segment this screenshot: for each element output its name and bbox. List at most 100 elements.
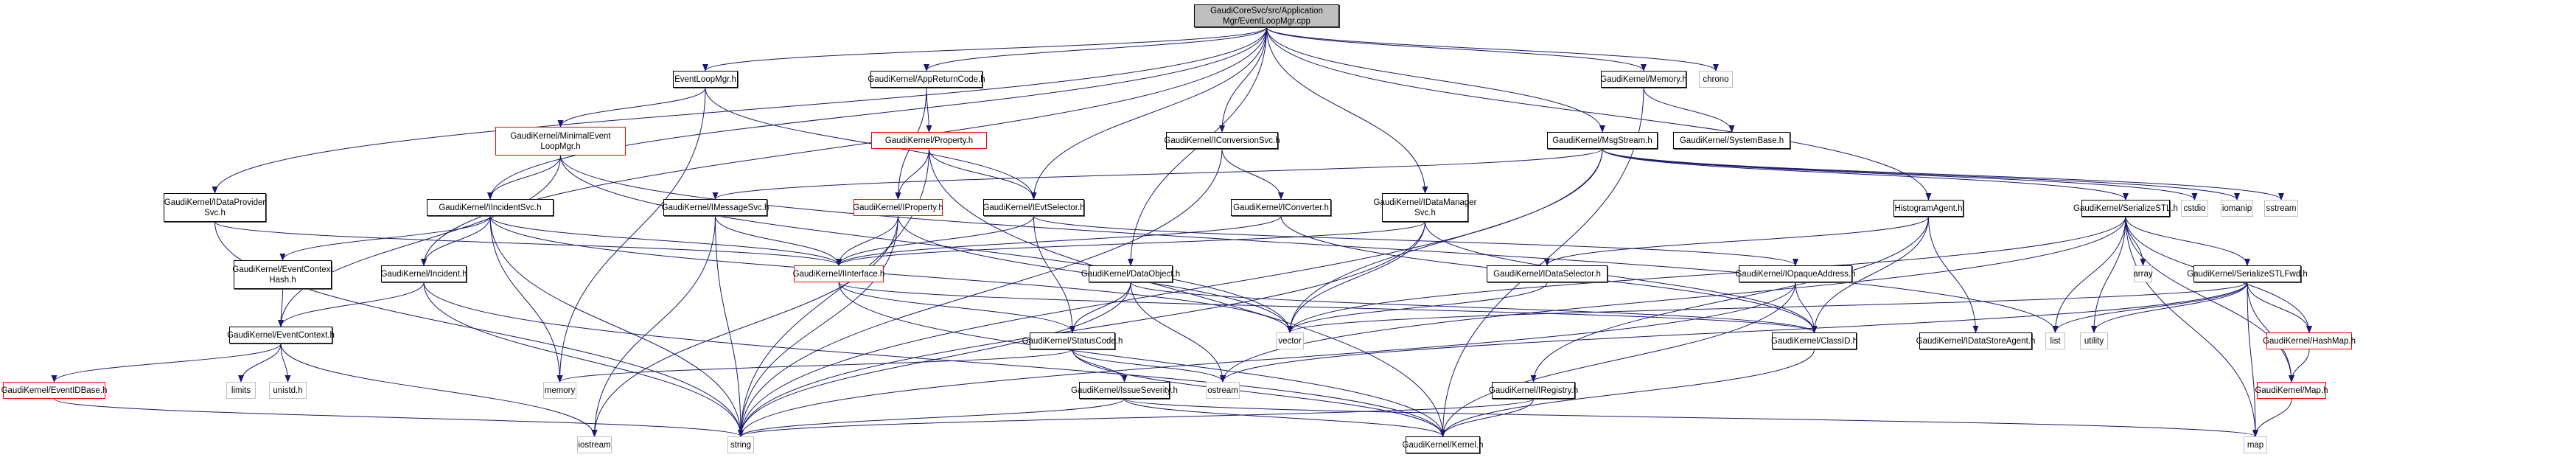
node-idataselector[interactable]: GaudiKernel/IDataSelector.h — [1487, 265, 1608, 282]
edge-root-to-idatamanagersvc — [1266, 27, 1428, 194]
node-label: iomanip — [2221, 203, 2252, 213]
edge-idataselector-to-vector — [1287, 282, 1548, 333]
node-iconversionsvc[interactable]: GaudiKernel/IConversionSvc.h — [1164, 132, 1280, 149]
node-label: GaudiKernel/EventIDBase.h — [1, 386, 108, 395]
edge-serializestlfwd-to-vector — [1287, 282, 2248, 333]
node-histogramagent[interactable]: HistogramAgent.h — [1893, 200, 1964, 217]
node-incident-h[interactable]: GaudiKernel/Incident.h — [381, 265, 467, 282]
edge-msgstream-to-vector — [1287, 148, 1603, 333]
node-label: cstdio — [2183, 203, 2206, 213]
node-ievtselector[interactable]: GaudiKernel/IEvtSelector.h — [982, 199, 1085, 216]
node-iostream: iostream — [577, 436, 612, 453]
node-kernel-h[interactable]: GaudiKernel/Kernel.h — [1403, 436, 1483, 453]
node-dataobject[interactable]: GaudiKernel/DataObject.h — [1081, 265, 1180, 282]
edge-iconversionsvc-to-string — [738, 148, 1223, 437]
node-iproperty[interactable]: GaudiKernel/IProperty.h — [853, 199, 943, 216]
edge-iinterface-to-classid — [838, 282, 1818, 333]
node-label: GaudiKernel/IDataSelector.h — [1493, 269, 1601, 279]
node-label: GaudiKernel/MsgStream.h — [1552, 136, 1652, 145]
node-label: HistogramAgent.h — [1894, 203, 1963, 213]
edge-eventcontexthash-to-eventcontext — [278, 288, 285, 327]
node-root: GaudiCoreSvc/src/Application Mgr/EventLo… — [1194, 4, 1339, 27]
edge-iproperty-to-iostream — [591, 215, 898, 437]
edge-ievtselector-to-iinterface — [836, 215, 1034, 266]
node-iconverter[interactable]: GaudiKernel/IConverter.h — [1231, 199, 1331, 216]
node-serializestl[interactable]: GaudiKernel/SerializeSTL.h — [2073, 200, 2178, 217]
edge-root-to-msgstream — [1266, 27, 1605, 133]
edge-eventcontext-to-iostream — [280, 343, 598, 437]
node-iregistry[interactable]: GaudiKernel/IRegistry.h — [1488, 382, 1579, 399]
node-utility: utility — [2080, 332, 2108, 349]
edge-serializestlfwd-to-ostream — [1220, 282, 2248, 383]
node-idatamanagersvc[interactable]: GaudiKernel/IDataManager Svc.h — [1374, 193, 1477, 222]
edge-serializestlfwd-to-list — [2052, 282, 2248, 333]
edge-eventloopmgr_h-to-ievtselector — [705, 87, 1037, 200]
edge-idatamanagersvc-to-classid — [1425, 221, 1818, 333]
node-eventcontexthash[interactable]: GaudiKernel/EventContext Hash.h — [232, 260, 333, 289]
node-label: GaudiKernel/Kernel.h — [1402, 440, 1484, 450]
node-eventcontext[interactable]: GaudiKernel/EventContext.h — [227, 327, 335, 344]
edge-iconverter-to-iinterface — [836, 215, 1282, 266]
node-label: GaudiKernel/SystemBase.h — [1679, 136, 1784, 145]
edge-eventloopmgr_h-to-memory — [556, 87, 706, 383]
node-iincidentsvc[interactable]: GaudiKernel/IIncidentSvc.h — [427, 199, 554, 216]
edge-ievtselector-to-iopaqueaddress — [1033, 215, 1798, 266]
node-label: GaudiKernel/SerializeSTL.h — [2073, 203, 2178, 213]
edge-iincidentsvc-to-memory — [489, 215, 563, 383]
node-label: limits — [231, 386, 251, 395]
edge-iinterface-to-kernel_h — [838, 282, 1446, 437]
node-label: iostream — [578, 440, 611, 450]
edge-serializestlfwd-to-map_h — [2247, 282, 2294, 383]
edge-eventcontext-to-limits — [238, 343, 282, 383]
edge-issueseverity-to-string — [738, 398, 1125, 437]
node-idataprovidersvc[interactable]: GaudiKernel/IDataProvider Svc.h — [164, 193, 266, 222]
node-iinterface[interactable]: GaudiKernel/IInterface.h — [793, 265, 884, 282]
node-label: EventLoopMgr.h — [674, 74, 736, 84]
node-idatastoreagent[interactable]: GaudiKernel/IDataStoreAgent.h — [1916, 332, 2035, 349]
node-classid[interactable]: GaudiKernel/ClassID.h — [1771, 332, 1857, 349]
edge-iregistry-to-kernel_h — [1439, 398, 1534, 437]
edge-incident_h-to-string — [423, 282, 744, 437]
node-label: GaudiKernel/EventContext Hash.h — [232, 265, 333, 285]
node-label: GaudiKernel/IMessageSvc.h — [661, 203, 769, 212]
node-label: GaudiCoreSvc/src/Application Mgr/EventLo… — [1210, 6, 1323, 26]
edge-map_h-to-map — [2252, 398, 2292, 437]
edge-hashmap-to-map_h — [2289, 349, 2310, 383]
edge-imessagesvc-to-iostream — [591, 215, 716, 437]
node-label: GaudiKernel/IRegistry.h — [1488, 386, 1579, 395]
node-msgstream[interactable]: GaudiKernel/MsgStream.h — [1547, 132, 1658, 149]
edge-iincidentsvc-to-incident_h — [421, 215, 491, 266]
edge-property_h-to-ievtselector — [929, 148, 1037, 200]
node-iopaqueaddress[interactable]: GaudiKernel/IOpaqueAddress.h — [1735, 265, 1856, 282]
node-label: memory — [544, 386, 576, 395]
edge-statuscode-to-ostream — [1072, 349, 1226, 383]
node-imessagesvc[interactable]: GaudiKernel/IMessageSvc.h — [661, 199, 769, 216]
edge-imessagesvc-to-iinterface — [715, 215, 842, 266]
edge-eventloopmgr_h-to-minimaleventloopmgr — [557, 87, 706, 128]
edge-classid-to-kernel_h — [1439, 349, 1815, 437]
node-label: ostream — [1207, 386, 1238, 395]
node-label: GaudiKernel/AppReturnCode.h — [868, 74, 985, 84]
node-label: unistd.h — [273, 386, 303, 395]
node-eventloopmgr-h[interactable]: EventLoopMgr.h — [673, 71, 738, 88]
edge-serializestl-to-map — [2125, 216, 2258, 437]
node-map-h[interactable]: GaudiKernel/Map.h — [2255, 382, 2328, 399]
edge-dataobject-to-ostream — [1130, 282, 1226, 383]
node-appreturncode[interactable]: GaudiKernel/AppReturnCode.h — [868, 71, 985, 88]
edge-iproperty-to-iinterface — [836, 215, 898, 266]
node-label: GaudiKernel/DataObject.h — [1081, 269, 1181, 279]
edge-iincidentsvc-to-eventcontexthash — [279, 215, 491, 261]
node-eventidbase[interactable]: GaudiKernel/EventIDBase.h — [1, 382, 108, 399]
node-systembase[interactable]: GaudiKernel/SystemBase.h — [1673, 132, 1790, 149]
node-chrono: chrono — [1699, 71, 1733, 88]
node-cstdio: cstdio — [2181, 200, 2208, 217]
node-serializestlfwd[interactable]: GaudiKernel/SerializeSTLFwd.h — [2187, 265, 2308, 282]
node-property-h[interactable]: GaudiKernel/Property.h — [871, 132, 987, 149]
node-memory-h[interactable]: GaudiKernel/Memory.h — [1600, 71, 1687, 88]
node-label: map — [2247, 440, 2264, 450]
node-issueseverity[interactable]: GaudiKernel/IssueSeverity.h — [1071, 382, 1178, 399]
node-statuscode[interactable]: GaudiKernel/StatusCode.h — [1022, 332, 1123, 349]
node-hashmap[interactable]: GaudiKernel/HashMap.h — [2263, 332, 2356, 349]
node-minimaleventloopmgr[interactable]: GaudiKernel/MinimalEvent LoopMgr.h — [495, 127, 626, 156]
